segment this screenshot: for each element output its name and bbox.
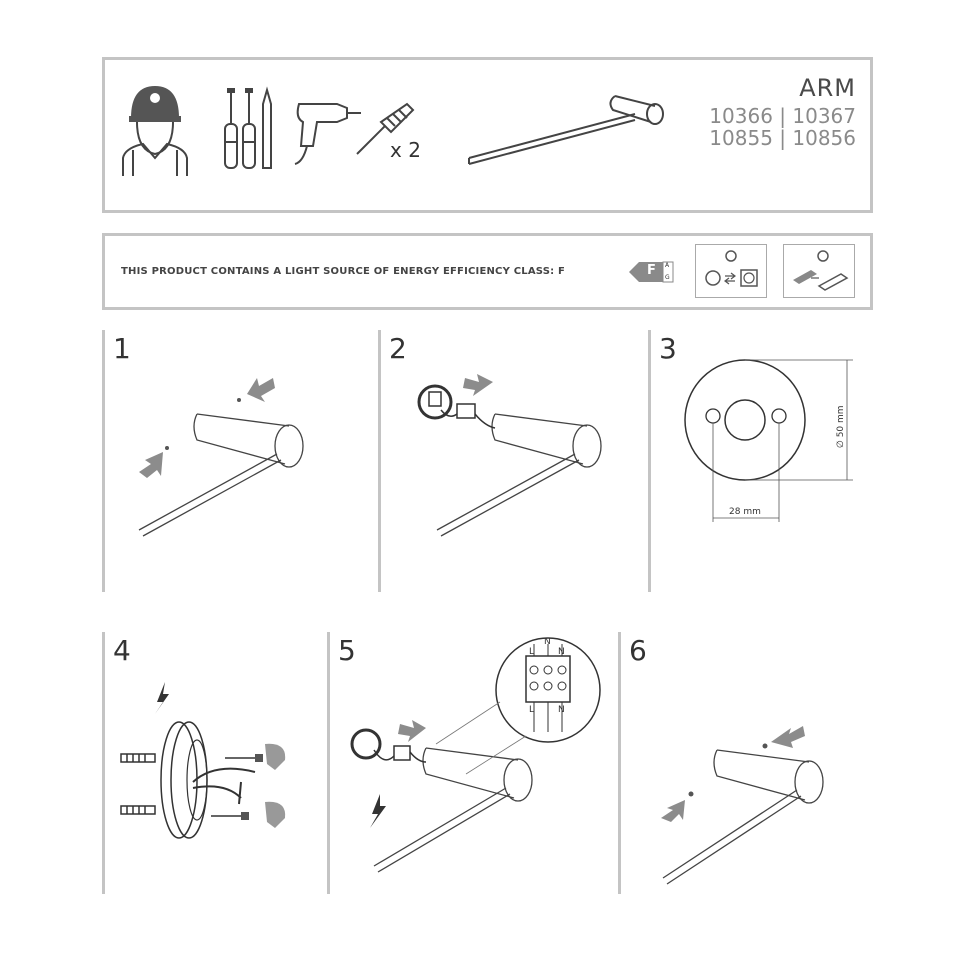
step-6-panel: 6 [618, 632, 873, 894]
step-number: 6 [629, 634, 647, 667]
step-1-illustration [138, 378, 304, 537]
replace-light-source-icon [695, 244, 767, 298]
step-number: 1 [113, 332, 131, 365]
quantity-label: x 2 [390, 138, 421, 162]
energy-scale-bottom: G [665, 274, 670, 281]
header-panel: x 2 ARM 10366 | 10367 10855 | 10856 [102, 57, 873, 213]
arm-product-icon [468, 95, 664, 165]
installer-worker-icon [122, 86, 188, 176]
power-drill-icon [294, 103, 361, 165]
product-codes-line2: 10855 | 10856 [709, 126, 856, 150]
step-3-panel: 3 ∅ 50 mm 28 mm [648, 330, 873, 592]
step-3-mounting-plate-diagram: ∅ 50 mm 28 mm [684, 359, 853, 522]
terminal-top-l: L [529, 647, 534, 657]
screwdrivers-icon [224, 86, 272, 169]
energy-class-letter: F [647, 263, 656, 278]
step-number: 3 [659, 332, 677, 365]
step-number: 5 [338, 634, 356, 667]
energy-statement: THIS PRODUCT CONTAINS A LIGHT SOURCE OF … [121, 266, 566, 277]
step-5-panel: 5 L N N L [327, 632, 620, 894]
product-name: ARM [799, 74, 856, 102]
diameter-dimension: ∅ 50 mm [836, 405, 846, 448]
spacing-dimension: 28 mm [729, 507, 761, 517]
terminal-bottom-l: L [529, 705, 534, 715]
energy-scale-top: A [665, 262, 670, 269]
step-5-illustration: L N N L N [350, 637, 601, 873]
terminal-top-n: N [544, 637, 551, 647]
terminal-bottom-n: N [558, 705, 565, 715]
step-2-panel: 2 [378, 330, 649, 592]
step-4-panel: 4 [102, 632, 327, 894]
step-number: 4 [113, 634, 131, 667]
replace-control-gear-icon [783, 244, 855, 298]
terminal-top-right-n: N [558, 647, 565, 657]
step-6-illustration [661, 726, 824, 885]
screw-wall-plug-icon [356, 102, 415, 155]
step-4-illustration [120, 682, 286, 839]
energy-panel: THIS PRODUCT CONTAINS A LIGHT SOURCE OF … [102, 233, 873, 310]
step-number: 2 [389, 332, 407, 365]
step-1-panel: 1 [102, 330, 375, 592]
product-codes-line1: 10366 | 10367 [709, 104, 856, 128]
energy-class-label: F A G [627, 258, 675, 286]
step-2-illustration [417, 374, 602, 537]
